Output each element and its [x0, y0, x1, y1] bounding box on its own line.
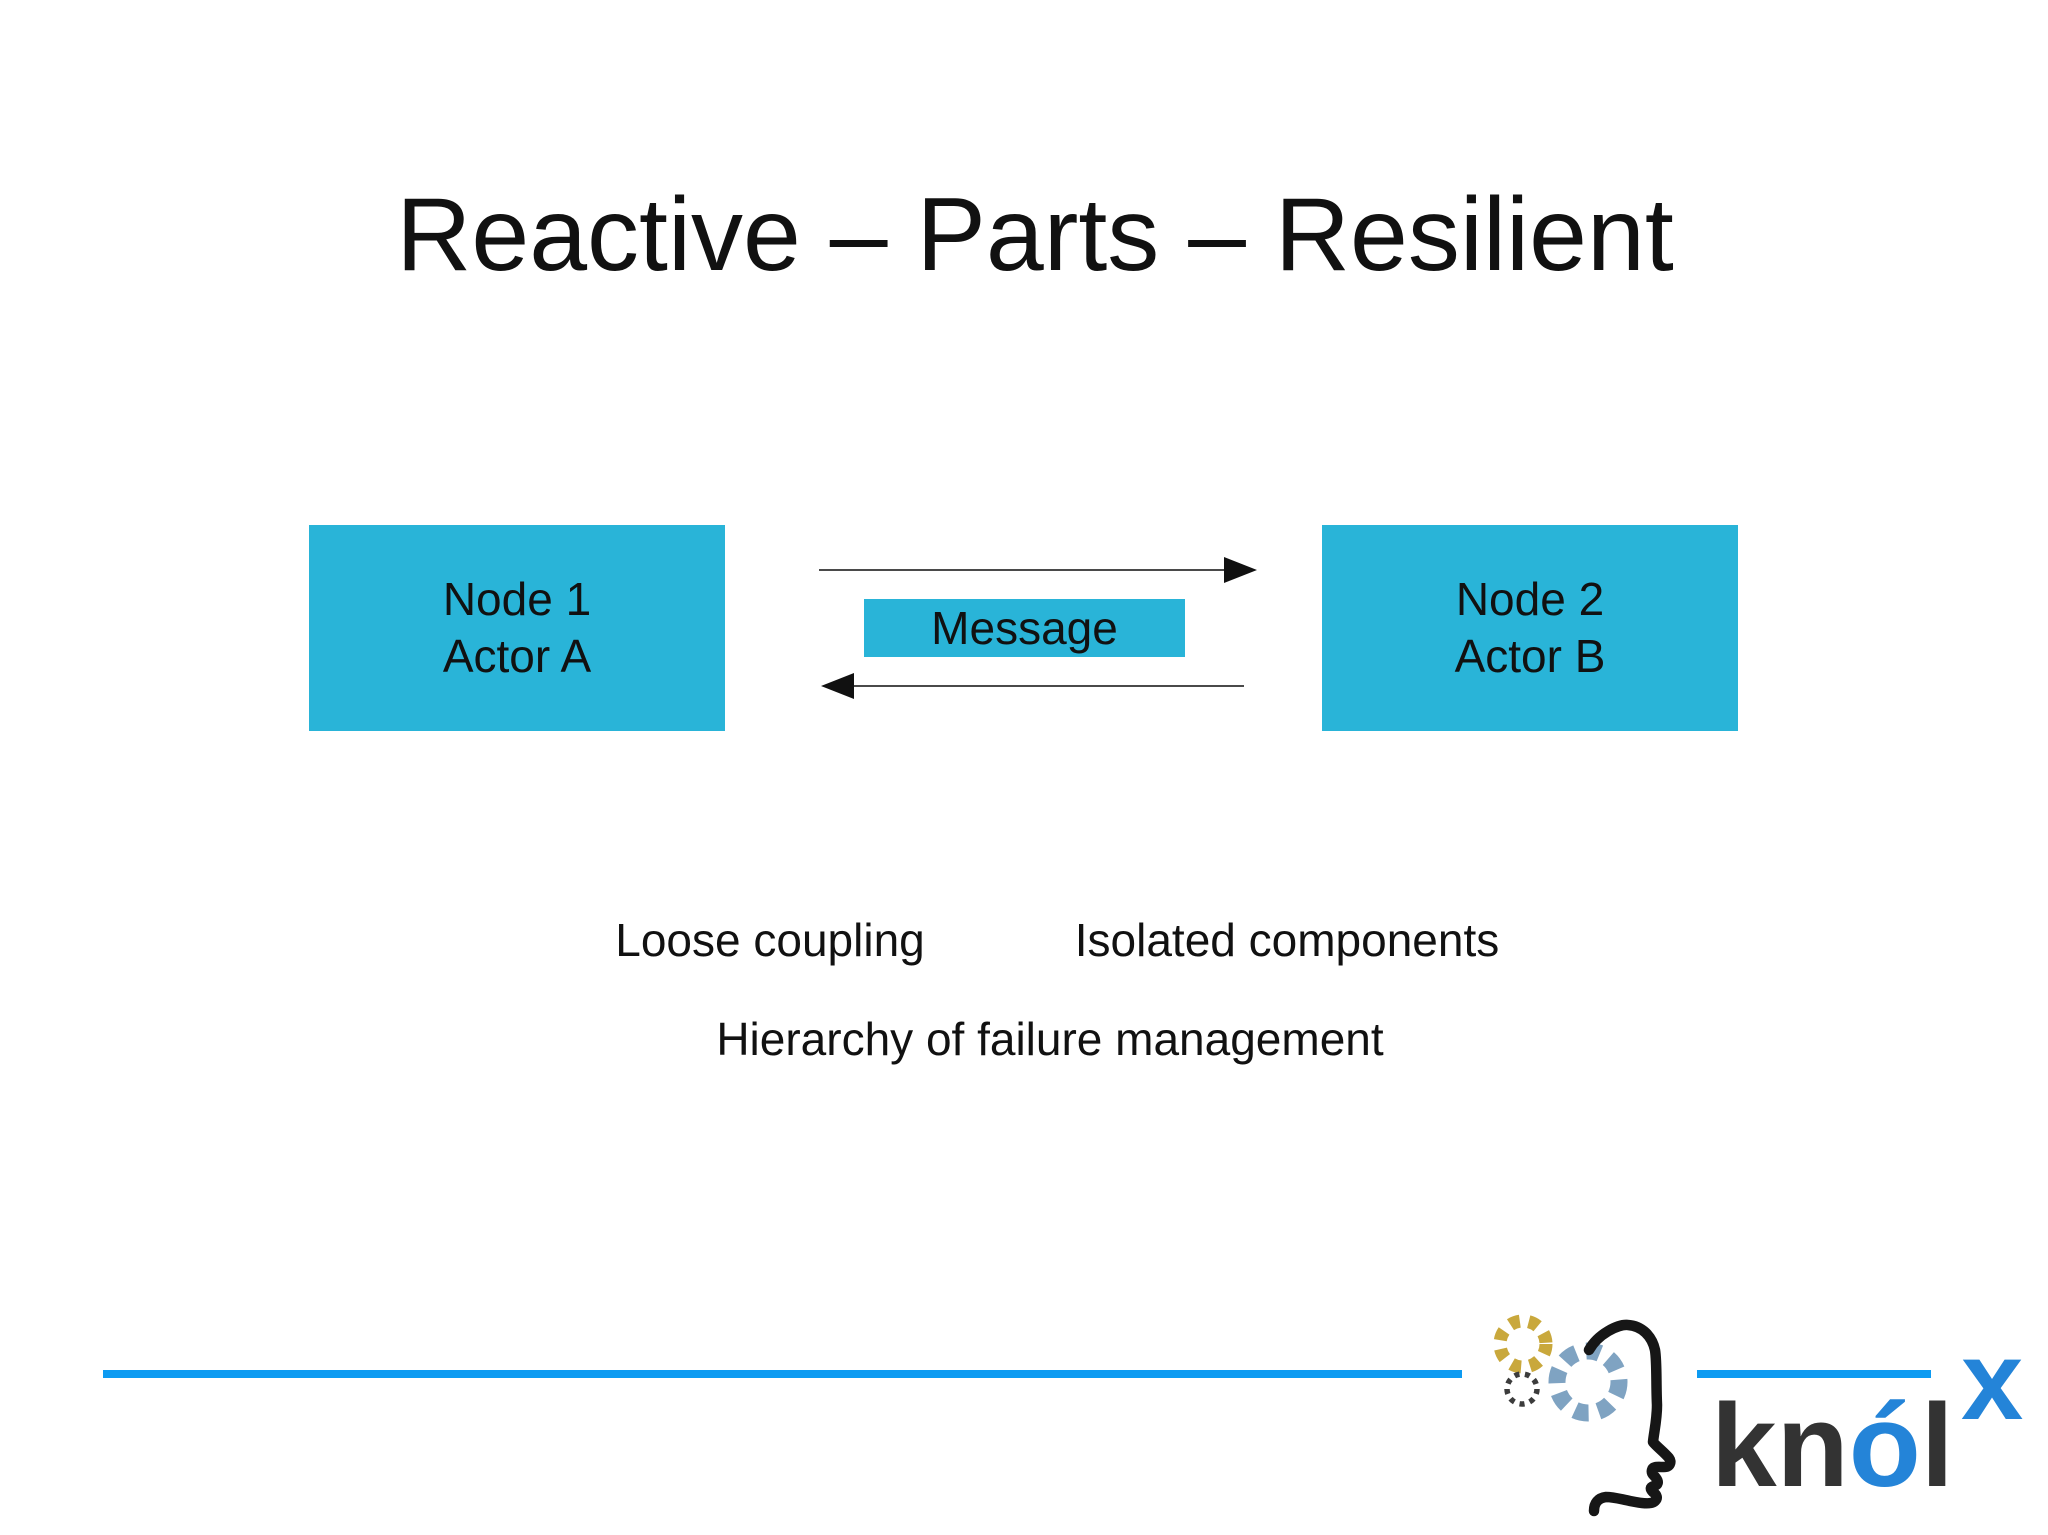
- arrow-left-head-icon: [821, 673, 854, 699]
- head-profile-icon: [1583, 1319, 1676, 1517]
- footer-rule-right: [1697, 1370, 1931, 1378]
- node-2-line1: Node 2: [1455, 573, 1605, 625]
- knolx-x-text: x: [1961, 1318, 2024, 1443]
- gear-gold-icon: [1493, 1314, 1553, 1374]
- slide-title: Reactive – Parts – Resilient: [396, 177, 1674, 293]
- message-box: Message: [864, 599, 1185, 657]
- message-label: Message: [931, 602, 1118, 654]
- text-isolated-components: Isolated components: [1074, 914, 1500, 966]
- knol-l-text: l: [1920, 1380, 1954, 1512]
- knol-o-text: ó: [1848, 1380, 1921, 1512]
- node-1-line2: Actor A: [442, 630, 592, 682]
- footer-rule-left: [103, 1370, 1462, 1378]
- node-1-line1: Node 1: [442, 573, 592, 625]
- text-hierarchy-failure-management: Hierarchy of failure management: [716, 1013, 1384, 1065]
- arrow-right-head-icon: [1224, 557, 1257, 583]
- node-2-box: Node 2 Actor B: [1322, 525, 1738, 731]
- arrow-left-line: [854, 685, 1244, 687]
- node-1-box: Node 1 Actor A: [309, 525, 725, 731]
- node-2-line2: Actor B: [1454, 630, 1606, 682]
- arrow-right-line: [819, 569, 1226, 571]
- gear-slate-icon: [1548, 1342, 1628, 1422]
- knol-wordmark: knól: [1711, 1387, 1954, 1505]
- text-loose-coupling: Loose coupling: [615, 914, 925, 966]
- knolx-logo: [1493, 1314, 1676, 1517]
- gear-dot-icon: [1504, 1371, 1540, 1407]
- knol-kn-text: kn: [1711, 1380, 1849, 1512]
